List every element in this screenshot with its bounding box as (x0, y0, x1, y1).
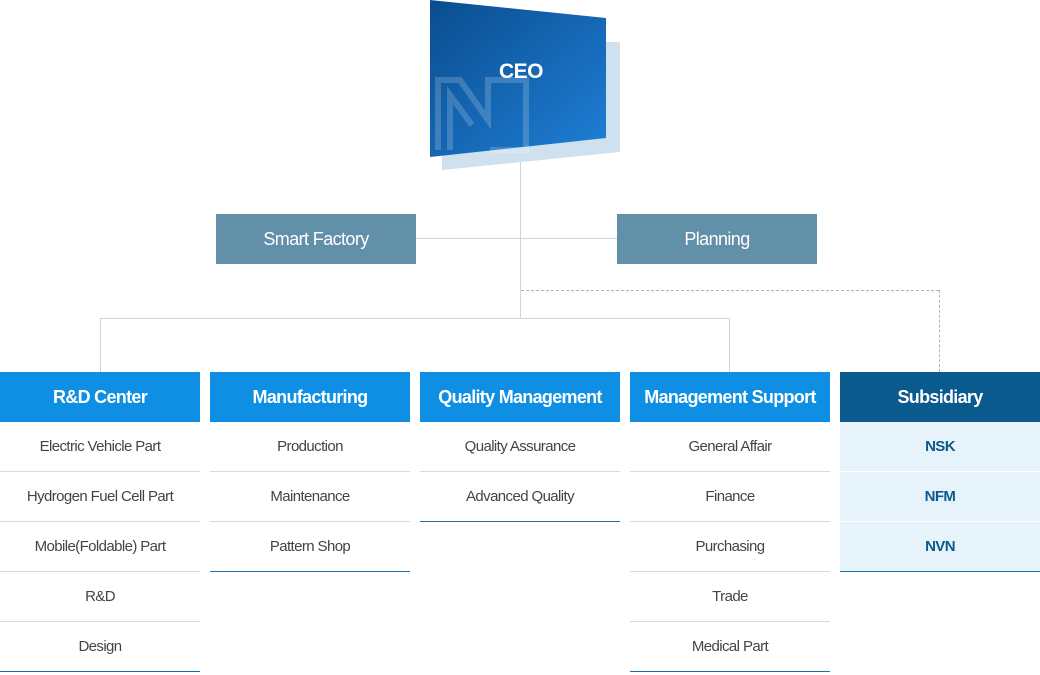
subsidiary-item: NFM (840, 472, 1040, 522)
division-item: Advanced Quality (420, 472, 620, 522)
division-item: Medical Part (630, 622, 830, 672)
division-item: General Affair (630, 422, 830, 472)
staff-connector-line (416, 238, 617, 239)
division-header: R&D Center (0, 372, 200, 422)
division-header: Manufacturing (210, 372, 410, 422)
subsidiary-item: NSK (840, 422, 1040, 472)
ceo-logo-watermark-icon (435, 77, 529, 153)
ceo-label: CEO (498, 60, 544, 83)
ms-drop-line (729, 318, 730, 372)
subsidiary-dashed-connector (521, 290, 939, 291)
division-item: Quality Assurance (420, 422, 620, 472)
division-item: R&D (0, 572, 200, 622)
division-item: Electric Vehicle Part (0, 422, 200, 472)
division-management-support: Management Support General Affair Financ… (630, 372, 830, 672)
division-item: Finance (630, 472, 830, 522)
subsidiary-item: NVN (840, 522, 1040, 572)
division-header: Quality Management (420, 372, 620, 422)
ceo-main-shape (430, 0, 606, 157)
division-item: Production (210, 422, 410, 472)
ceo-box (430, 0, 620, 170)
smart-factory-box: Smart Factory (216, 214, 416, 264)
division-header: Management Support (630, 372, 830, 422)
division-manufacturing: Manufacturing Production Maintenance Pat… (210, 372, 410, 572)
subsidiary-dashed-drop (939, 290, 940, 372)
division-item: Design (0, 622, 200, 672)
planning-box: Planning (617, 214, 817, 264)
ceo-trunk-line (520, 160, 521, 318)
division-rd-center: R&D Center Electric Vehicle Part Hydroge… (0, 372, 200, 672)
division-header: Subsidiary (840, 372, 1040, 422)
division-item: Trade (630, 572, 830, 622)
division-item: Mobile(Foldable) Part (0, 522, 200, 572)
division-item: Purchasing (630, 522, 830, 572)
division-quality-management: Quality Management Quality Assurance Adv… (420, 372, 620, 522)
rd-drop-line (100, 318, 101, 372)
division-item: Maintenance (210, 472, 410, 522)
division-subsidiary: Subsidiary NSK NFM NVN (840, 372, 1040, 572)
division-item: Hydrogen Fuel Cell Part (0, 472, 200, 522)
division-bus-line (100, 318, 730, 319)
division-item: Pattern Shop (210, 522, 410, 572)
